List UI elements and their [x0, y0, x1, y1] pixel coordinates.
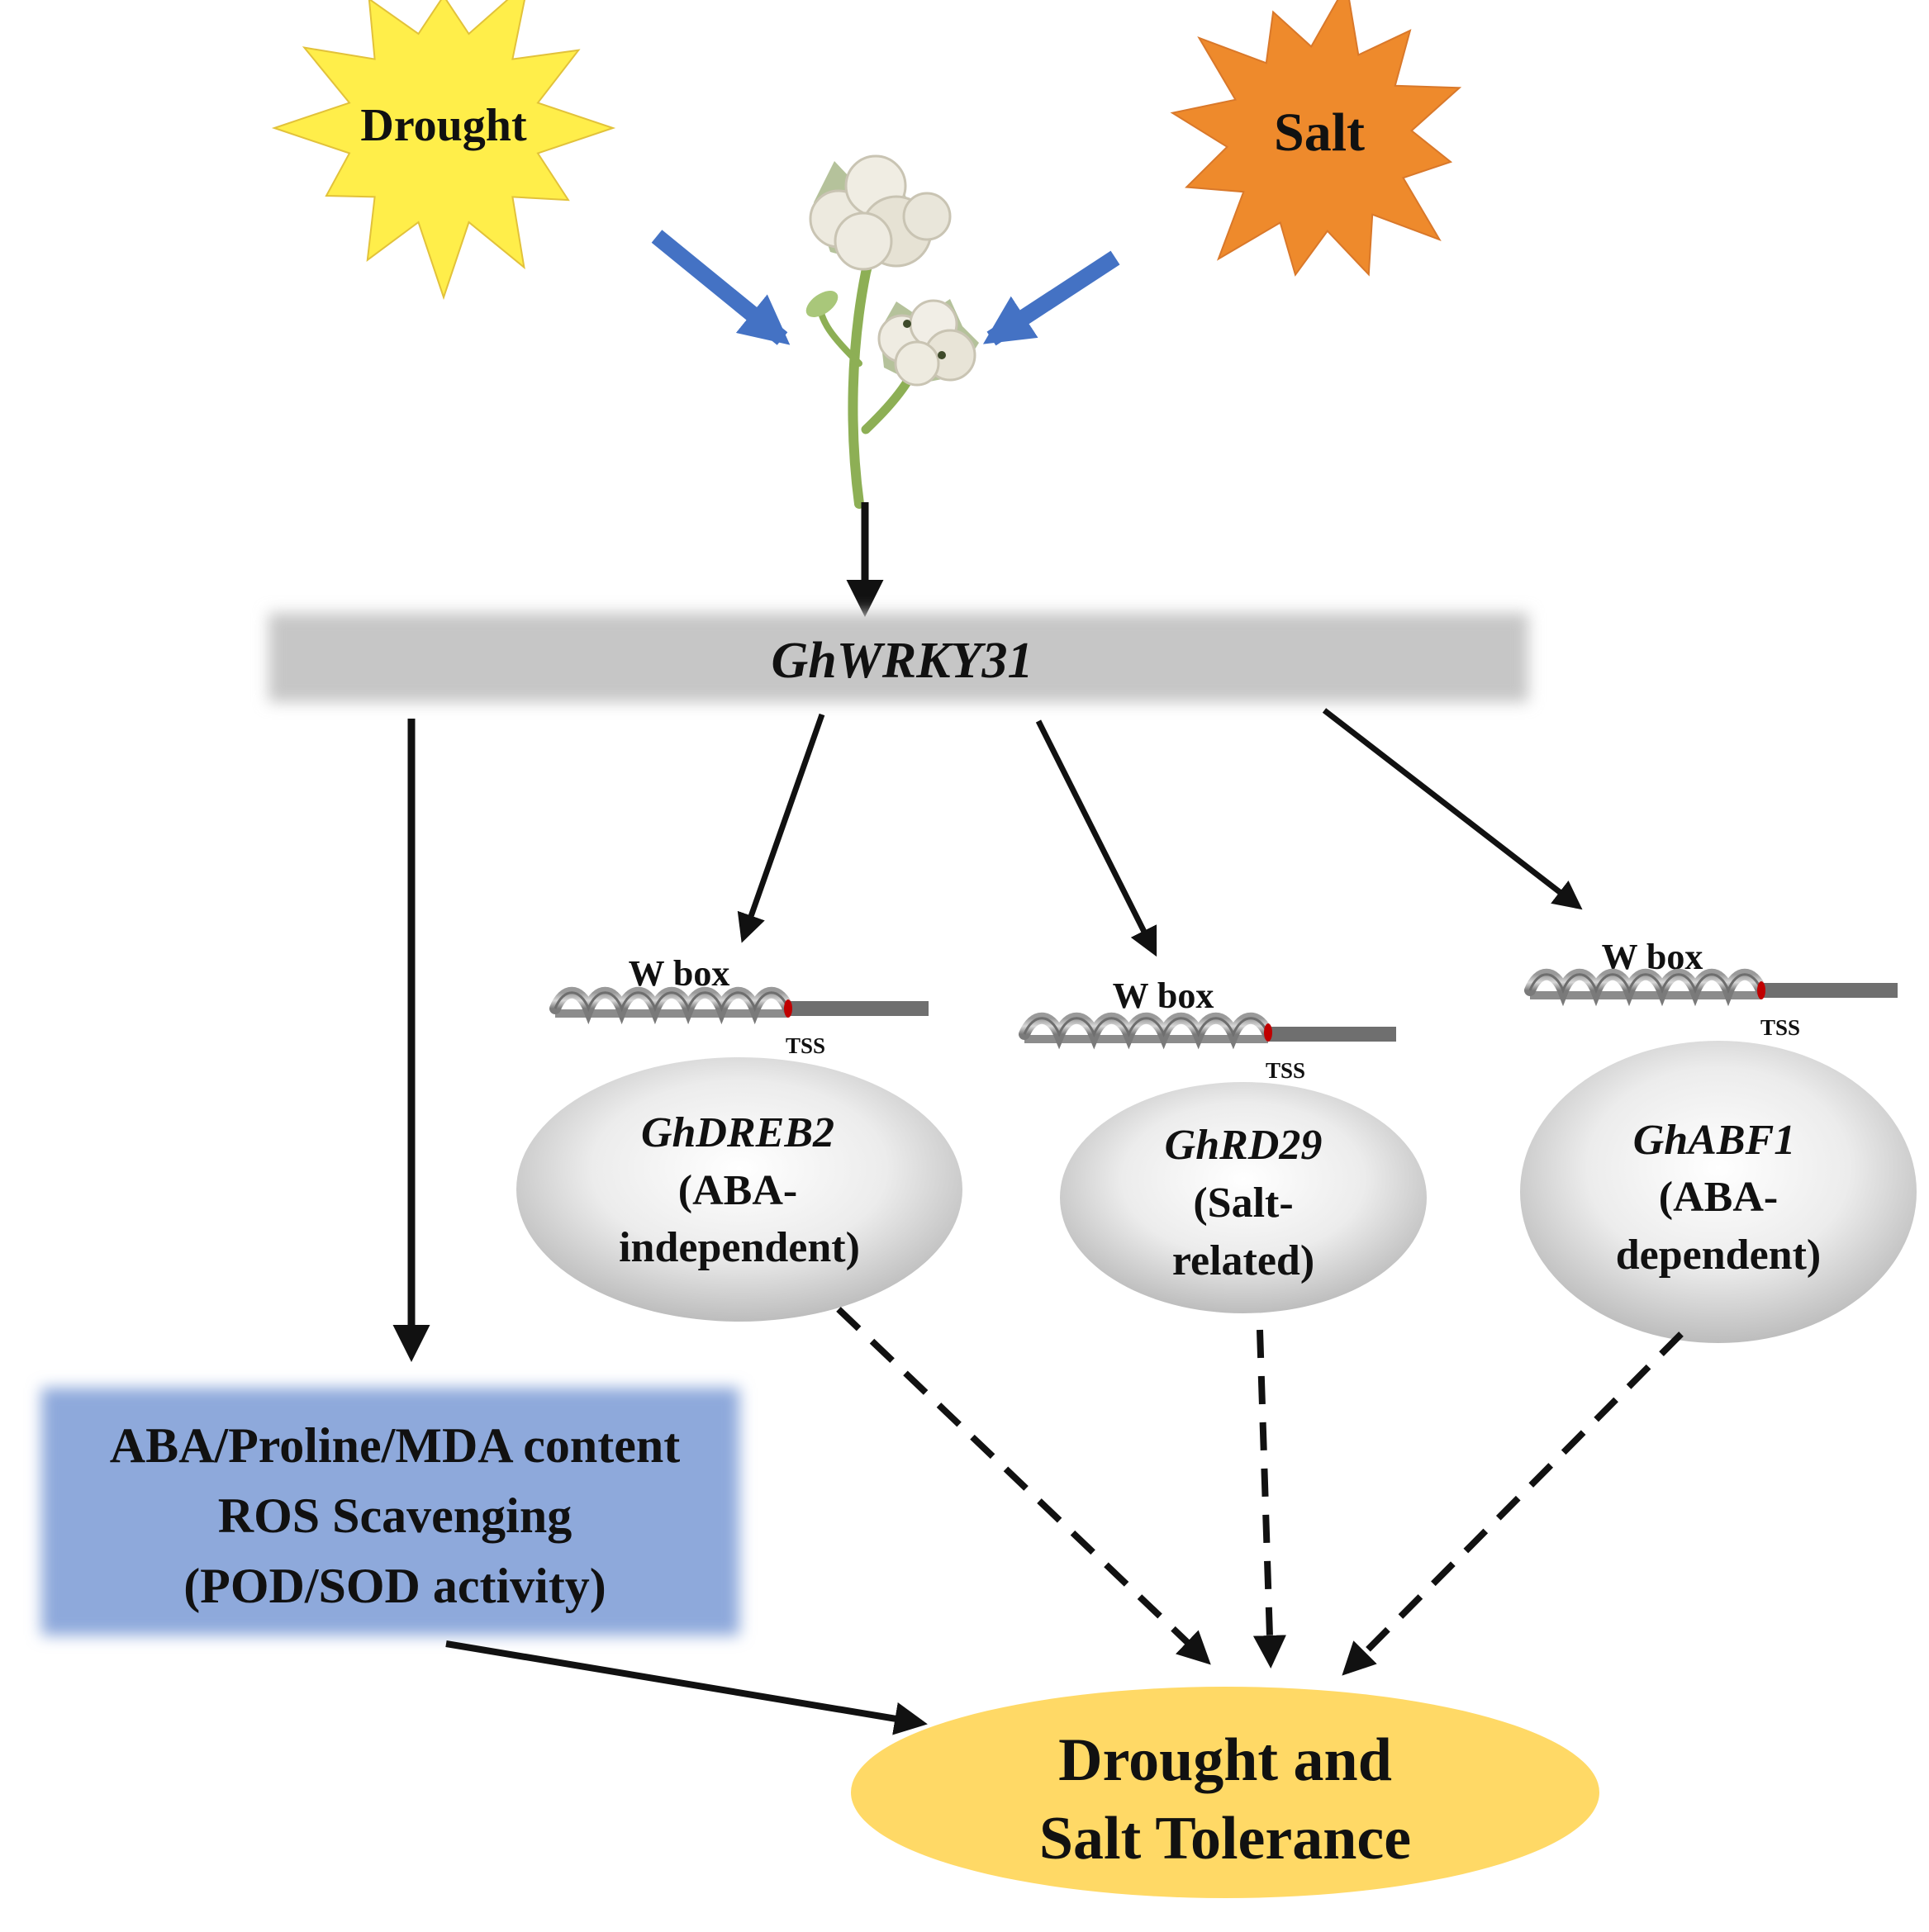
salt-starburst-shape: [1170, 0, 1462, 277]
physiology-line1: ABA/Proline/MDA content: [110, 1418, 681, 1473]
salt-to-plant-arrow: [982, 250, 1120, 346]
drought-to-plant-arrow: [651, 230, 791, 345]
promoter-dna-helix: [1019, 1013, 1274, 1050]
gene-name: GhABF1: [1633, 1117, 1796, 1164]
helix-edge: [554, 991, 790, 1013]
tss-marker: [784, 999, 792, 1018]
gene-category-line2: independent): [619, 1224, 860, 1271]
w-box-label: W box: [629, 953, 730, 994]
salt-label: Salt: [1274, 102, 1365, 163]
cotton-plant-illustration: [805, 154, 979, 509]
tss-marker: [1757, 981, 1765, 999]
gene-category-line2: dependent): [1616, 1232, 1821, 1279]
lower-cotton-boll: [877, 299, 979, 387]
gene-ghrd29: W box TSS GhRD29 (Salt- related): [1019, 975, 1427, 1313]
ghdreb2-to-outcome-arrow: [836, 1307, 1211, 1665]
tss-label: TSS: [1266, 1058, 1305, 1083]
outcome-line1: Drought and: [1058, 1726, 1392, 1794]
gene-category-line1: (ABA-: [1659, 1174, 1778, 1221]
gene-category-line2: related): [1172, 1237, 1314, 1284]
gene-category-line1: (Salt-: [1193, 1180, 1293, 1227]
gene-ghdreb2: W box TSS GhDREB2 (ABA- independent): [516, 953, 962, 1322]
promoter-dna-helix: [549, 987, 794, 1025]
tss-label: TSS: [786, 1033, 825, 1058]
hub-to-ghabf1-arrow: [1322, 708, 1583, 910]
outcome-ellipse: [851, 1687, 1599, 1898]
tss-label: TSS: [1760, 1015, 1800, 1040]
drought-starburst-shape: [271, 0, 616, 301]
ghabf1-to-outcome-arrow: [1342, 1332, 1684, 1676]
ghwrky31-label: GhWRKY31: [772, 633, 1033, 689]
ghwrky31-bar: [268, 613, 1528, 702]
promoter-dna-helix: [1524, 969, 1767, 1007]
outcome-line2: Salt Tolerance: [1039, 1805, 1411, 1873]
helix-edge: [1528, 973, 1763, 994]
salt-stress: Salt: [1170, 0, 1462, 277]
gene-name: GhRD29: [1165, 1122, 1323, 1169]
physiology-to-outcome-arrow: [445, 1640, 928, 1735]
gene-ellipse: [1520, 1041, 1917, 1343]
upper-cotton-boll: [809, 154, 952, 271]
gene-name: GhDREB2: [641, 1109, 834, 1156]
coding-region-line: [1268, 1027, 1396, 1042]
physiology-line3: (POD/SOD activity): [183, 1559, 606, 1613]
ghwrky31-hub: GhWRKY31: [268, 613, 1528, 702]
physiology-box-background: [41, 1388, 739, 1635]
gene-category-line1: (ABA-: [678, 1167, 797, 1214]
drought-stress: Drought: [271, 0, 616, 301]
w-box-label: W box: [1113, 975, 1214, 1016]
physiology-line2: ROS Scavenging: [218, 1488, 572, 1543]
coding-region-line: [788, 1001, 929, 1016]
ghrd29-to-outcome-arrow: [1252, 1329, 1286, 1669]
helix-edge: [1023, 1017, 1270, 1037]
outcome-tolerance: Drought and Salt Tolerance: [851, 1687, 1599, 1898]
gene-ellipse: [1060, 1082, 1427, 1313]
tss-marker: [1264, 1023, 1272, 1042]
physiology-box: ABA/Proline/MDA content ROS Scavenging (…: [41, 1388, 739, 1635]
gene-ellipse: [516, 1057, 962, 1322]
hub-to-ghrd29-arrow: [1035, 719, 1157, 957]
drought-label: Drought: [360, 100, 527, 151]
gene-ghabf1: W box TSS GhABF1 (ABA- dependent): [1520, 937, 1917, 1343]
hub-to-ghdreb2-arrow: [737, 713, 825, 943]
coding-region-line: [1761, 983, 1898, 998]
